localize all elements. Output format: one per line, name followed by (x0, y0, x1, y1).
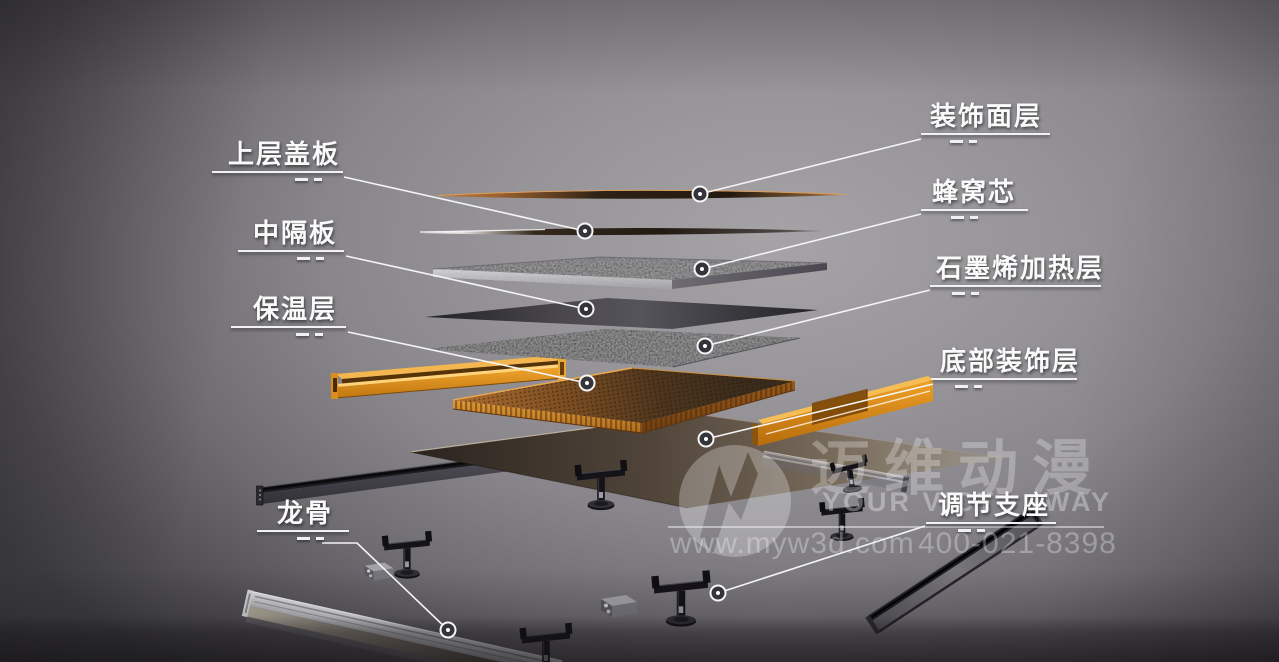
label-text-insulation-layer: 保温层 (253, 294, 338, 324)
label-underline (931, 378, 1077, 380)
diagram-label-honeycomb-core: 蜂窝芯 (921, 177, 1028, 219)
label-dashes (951, 216, 1028, 219)
callout-line-upper-cover-plate (343, 176, 586, 232)
diagram-label-insulation-layer: 保温层 (231, 294, 346, 336)
label-dashes (297, 257, 344, 260)
label-text-honeycomb-core: 蜂窝芯 (932, 177, 1017, 207)
label-dashes (295, 178, 343, 181)
diagram-label-keel: 龙骨 (257, 498, 349, 540)
callout-line-keel (322, 542, 449, 631)
callout-line-adjustable-support (717, 525, 926, 594)
translucent-keel-rail (761, 450, 910, 493)
upper-cover-layer-3d (419, 227, 825, 236)
diagram-label-graphene-heating-layer: 石墨烯加热层 (930, 253, 1105, 295)
callout-line-middle-partition-plate (345, 255, 587, 310)
callout-dot-decorative-surface-layer (698, 192, 702, 196)
diagram-label-upper-cover-plate: 上层盖板 (212, 139, 343, 181)
label-text-upper-cover-plate: 上层盖板 (228, 139, 341, 169)
callout-line-bottom-decorative-layer (705, 383, 934, 440)
label-dashes (958, 529, 1056, 532)
diagram-label-bottom-decorative-layer: 底部装饰层 (931, 346, 1081, 388)
callout-dot-keel (446, 628, 450, 632)
callout-line-graphene-heating-layer (704, 289, 931, 347)
label-dashes (950, 140, 1050, 143)
label-text-decorative-surface-layer: 装饰面层 (930, 101, 1043, 131)
callout-dot-adjustable-support (716, 591, 720, 595)
label-underline (930, 285, 1101, 287)
label-underline (926, 522, 1056, 524)
callout-line-decorative-surface-layer (699, 138, 922, 195)
label-underline (238, 250, 344, 252)
diagram-label-decorative-surface-layer: 装饰面层 (921, 101, 1050, 143)
label-text-graphene-heating-layer: 石墨烯加热层 (936, 253, 1105, 283)
floor-shadow-band (0, 616, 1279, 662)
diagram-label-middle-partition-plate: 中隔板 (238, 218, 344, 260)
label-text-adjustable-support: 调节支座 (938, 490, 1051, 520)
label-text-middle-partition-plate: 中隔板 (253, 218, 338, 248)
callout-dot-upper-cover-plate (583, 229, 587, 233)
insulation-honeycomb-panel (452, 367, 796, 434)
label-text-bottom-decorative-layer: 底部装饰层 (940, 346, 1081, 376)
label-dashes (296, 333, 346, 336)
callout-dot-bottom-decorative-layer (704, 437, 708, 441)
label-text-keel: 龙骨 (277, 498, 334, 528)
label-dashes (297, 537, 349, 540)
label-underline (212, 171, 343, 173)
label-dashes (955, 385, 1077, 388)
label-underline (257, 530, 349, 532)
callout-dot-graphene-heating-layer (703, 344, 707, 348)
middle-partition-layer-3d (425, 298, 818, 329)
callout-dot-middle-partition-plate (584, 307, 588, 311)
callout-dot-honeycomb-core (700, 267, 704, 271)
label-dashes (952, 292, 1101, 295)
callout-line-insulation-layer (347, 331, 588, 384)
diagram-label-adjustable-support: 调节支座 (926, 490, 1056, 532)
label-underline (921, 133, 1050, 135)
label-underline (231, 326, 346, 328)
label-underline (921, 209, 1028, 211)
callout-dot-insulation-layer (585, 381, 589, 385)
callout-line-honeycomb-core (701, 213, 922, 270)
decorative-surface-layer-3d (436, 189, 846, 199)
